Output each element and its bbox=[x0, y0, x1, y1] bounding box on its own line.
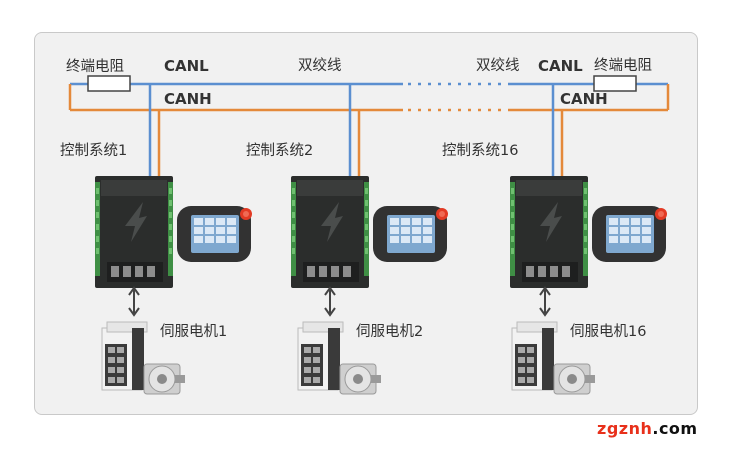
teach-pendant-1 bbox=[177, 206, 252, 262]
label-controller-2: 控制系统2 bbox=[246, 142, 313, 159]
watermark: zgznh.com bbox=[597, 419, 698, 438]
label-twisted-pair-2: 双绞线 bbox=[476, 57, 520, 74]
label-controller-16: 控制系统16 bbox=[442, 142, 518, 159]
label-servo-16: 伺服电机16 bbox=[570, 323, 646, 340]
label-canl-right: CANL bbox=[538, 57, 583, 75]
teach-pendant-16 bbox=[592, 206, 667, 262]
label-twisted-pair-1: 双绞线 bbox=[298, 57, 342, 74]
label-canh-right: CANH bbox=[560, 90, 608, 108]
label-resistor-right: 终端电阻 bbox=[594, 57, 652, 74]
watermark-suffix: .com bbox=[652, 419, 698, 438]
teach-pendant-2 bbox=[373, 206, 448, 262]
terminal-resistor-left bbox=[87, 75, 131, 92]
terminal-resistor-right bbox=[593, 75, 637, 92]
label-resistor-left: 终端电阻 bbox=[66, 58, 124, 75]
controller-16 bbox=[510, 176, 588, 288]
controller-1 bbox=[95, 176, 173, 288]
watermark-main: zgznh bbox=[597, 419, 653, 438]
controller-2 bbox=[291, 176, 369, 288]
label-canl-left: CANL bbox=[164, 57, 209, 75]
label-servo-1: 伺服电机1 bbox=[160, 323, 227, 340]
label-canh-left: CANH bbox=[164, 90, 212, 108]
label-servo-2: 伺服电机2 bbox=[356, 323, 423, 340]
label-controller-1: 控制系统1 bbox=[60, 142, 127, 159]
